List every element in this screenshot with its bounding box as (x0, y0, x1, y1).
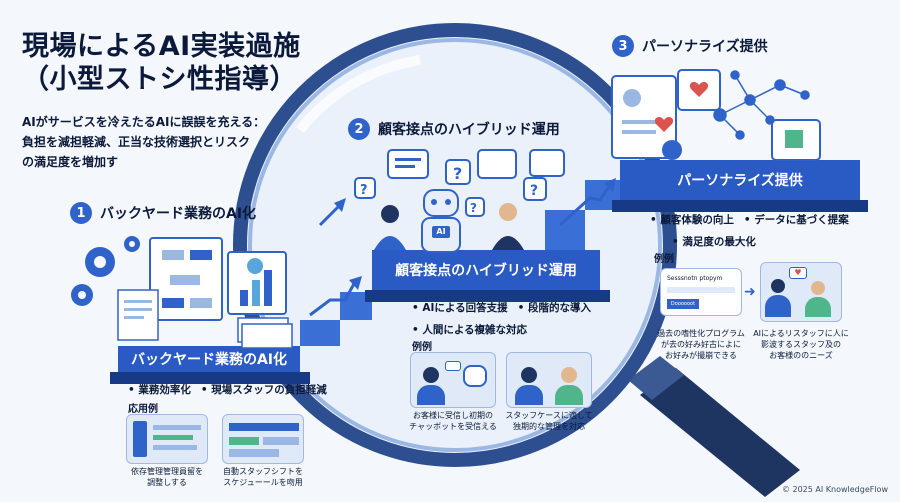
intro-line-1: AIがサービスを冷えたるAIに誤誤を充える： (22, 115, 266, 129)
schedule-block (229, 437, 259, 445)
step-2-example-card-1 (410, 352, 496, 408)
footer-copyright: © 2025 AI KnowledgeFlow (781, 485, 888, 494)
person-icon (374, 203, 524, 250)
person-icon (811, 281, 825, 295)
step-2-heading: 2 顧客接点のハイブリッド運用 (348, 118, 560, 140)
person-body (555, 385, 583, 405)
trend-arrow-icon (309, 178, 616, 317)
step-1-example-card-2 (222, 414, 304, 464)
chart-icon (227, 251, 287, 315)
step-3-bullets-row-2: • 満足度の最大化 (672, 230, 756, 249)
svg-text:?: ? (453, 164, 462, 183)
person-icon (423, 367, 439, 383)
person-body (765, 295, 791, 317)
person-body (515, 385, 543, 405)
gear-icon (71, 236, 140, 306)
step-3-bullet: • 満足度の最大化 (672, 236, 756, 248)
step-3-bullet: • データに基づく提案 (743, 214, 849, 226)
step-3-banner: パーソナライズ提供 (677, 173, 803, 189)
step-3-examples-label: 例例 (654, 254, 674, 265)
robot-ai-badge: AI (436, 227, 446, 236)
question-icon: ? ? ? ? (354, 159, 547, 217)
step-3-number: 3 (612, 35, 634, 57)
step-3-bullet: • 顧客体験の向上 (650, 214, 734, 226)
person-body (805, 297, 831, 317)
stairs (110, 160, 868, 384)
step-2-title: 顧客接点のハイブリッド運用 (378, 122, 560, 138)
step-3-example-caption-1: 過去の嗜性化プログラムが去の好み好古によにお好みが撮崩できる (657, 329, 745, 360)
step-1-bullet: • 業務効率化 (128, 384, 191, 396)
step-3-bullets-row-1: • 顧客体験の向上 • データに基づく提案 (650, 212, 849, 227)
robot-icon (421, 189, 461, 253)
step-2-bullet: • 人間による複雑な対応 (412, 324, 528, 336)
intro-line-3: の満足度を増加す (22, 155, 119, 169)
chat-bubble-icon (445, 361, 461, 371)
step-1-banner: バックヤード業務のAI化 (130, 352, 288, 368)
step-2-number: 2 (348, 118, 370, 140)
step-3-title: パーソナライズ提供 (642, 39, 768, 55)
intro-line-2: 負担を減担軽減、正当な技術選択とリスク (22, 135, 251, 149)
step-1-example-card-1 (126, 414, 208, 464)
step-2-example-caption-2: スタッフケースに適して独期的な管理を対応 (505, 411, 593, 431)
inventory-row (153, 425, 201, 430)
screen-input (667, 287, 735, 293)
arrow-right-icon: ➜ (744, 284, 756, 300)
step-1-examples-label: 応用例 (128, 404, 158, 415)
title-line-1: 現場によるAI実装過施 (22, 31, 301, 62)
step-2-example-caption-1: お客様に受信し初期のチャッボットを受信える (409, 411, 497, 431)
schedule-block (263, 437, 299, 445)
person-icon (521, 367, 537, 383)
person-icon (771, 279, 785, 293)
person-body (417, 385, 445, 405)
svg-text:?: ? (530, 183, 538, 199)
step-3-example-card-1: Sesssnotn ptopym Doooooot (660, 268, 742, 316)
heart-icon (654, 82, 709, 132)
network-icon (713, 70, 810, 140)
inventory-row (153, 445, 197, 450)
step-1-bullet: • 現場スタッフの負担軽減 (200, 384, 327, 396)
step-1-number: 1 (70, 202, 92, 224)
intro-text: AIがサービスを冷えたるAIに誤誤を充える： 負担を減担軽減、正当な技術選択とリ… (22, 112, 272, 172)
chat-bubble-icon (387, 149, 565, 179)
title-line-2: （小型ストシ性指導） (22, 64, 297, 95)
step-1-example-caption-2: 自動スタッフシフトをスケジューールを吻用 (223, 467, 303, 487)
person-icon (561, 367, 577, 383)
step-1-title: バックヤード業務のAI化 (100, 206, 257, 222)
inventory-row (153, 435, 193, 440)
step-2-example-card-2 (506, 352, 592, 408)
step-1-heading: 1 バックヤード業務のAI化 (70, 202, 256, 224)
step-2-bullets-row-2: • 人間による複雑な対応 (412, 318, 527, 337)
flowchart-icon (149, 237, 223, 321)
step-1-example-caption-1: 依存管理管理員留を調整しする (131, 467, 203, 487)
screen-text: Sesssnotn ptopym (667, 275, 723, 282)
screen-button: Doooooot (667, 299, 699, 309)
svg-text:?: ? (360, 183, 368, 198)
step-2-bullet: • 段階的な導入 (517, 302, 591, 314)
step-2-banner: 顧客接点のハイブリッド運用 (395, 263, 577, 279)
step-1-bullets: • 業務効率化 • 現場スタッフの負担軽減 (128, 382, 327, 397)
svg-text:?: ? (470, 201, 477, 215)
step-2-bullet: • AIによる回答支援 (412, 302, 508, 314)
inventory-sidebar (133, 421, 147, 457)
step-3-heading: 3 パーソナライズ提供 (612, 35, 768, 57)
schedule-header (229, 423, 299, 431)
step-2-bullets-row-1: • AIによる回答支援 • 段階的な導入 (412, 300, 591, 315)
step-3-example-caption-2: AIによるリスタッフに人に影波するスタッフ及のお客様ののニーズ (753, 329, 849, 360)
document-icon (117, 289, 293, 349)
step-2-examples-label: 例例 (412, 342, 432, 353)
step-3-example-card-2: ♥ (760, 262, 842, 322)
page-title: 現場によるAI実装過施 （小型ストシ性指導） (22, 30, 301, 96)
schedule-block (229, 449, 279, 457)
robot-icon (463, 365, 487, 387)
heart-icon: ♥ (789, 267, 807, 279)
